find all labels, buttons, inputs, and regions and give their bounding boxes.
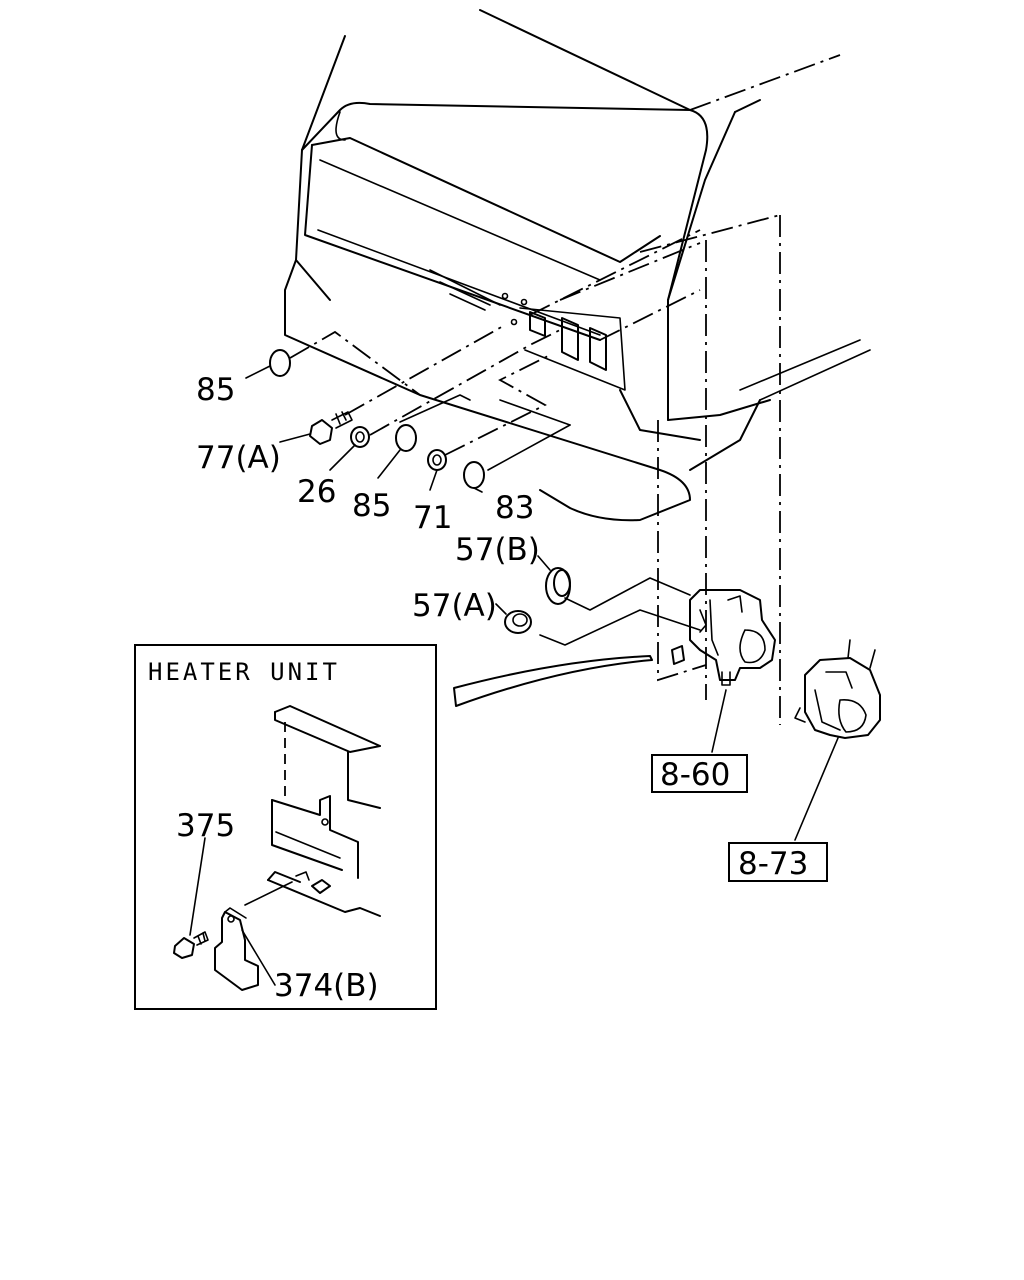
heater-unit-8-60 — [453, 589, 776, 707]
nut-26 — [350, 426, 370, 448]
reference-8-60: 8-60 — [651, 754, 748, 793]
callout-375: 375 — [176, 808, 235, 844]
callout-71: 71 — [413, 500, 452, 536]
reference-8-73-label: 8-73 — [738, 846, 808, 882]
reference-8-73: 8-73 — [728, 842, 828, 882]
grommet-57b — [545, 567, 571, 605]
callout-85-top: 85 — [196, 372, 235, 408]
callout-57a: 57(A) — [412, 588, 497, 624]
grommet-57a — [504, 610, 532, 634]
blower-unit-8-73 — [794, 639, 881, 739]
assembly-lines — [289, 324, 701, 646]
plug-85-top — [269, 349, 291, 377]
bolt-77a — [309, 411, 353, 445]
callout-374b: 374(B) — [274, 968, 379, 1004]
callout-57b: 57(B) — [455, 532, 540, 568]
plug-85-mid — [395, 424, 417, 452]
callout-labels: 85 77(A) 26 85 71 83 57(B) 57(A) — [196, 372, 540, 624]
inset-title: HEATER UNIT — [148, 658, 340, 686]
callout-85-mid: 85 — [352, 488, 391, 524]
inset-heater-unit: HEATER UNIT 375 374(B) — [134, 644, 437, 1010]
nut-71 — [427, 449, 447, 471]
plug-83 — [463, 461, 485, 489]
callout-83: 83 — [495, 490, 534, 526]
leader-lines — [245, 365, 839, 841]
callout-77a: 77(A) — [196, 440, 281, 476]
cab-dashboard — [284, 9, 871, 725]
callout-26: 26 — [297, 474, 336, 510]
reference-8-60-label: 8-60 — [660, 757, 730, 793]
